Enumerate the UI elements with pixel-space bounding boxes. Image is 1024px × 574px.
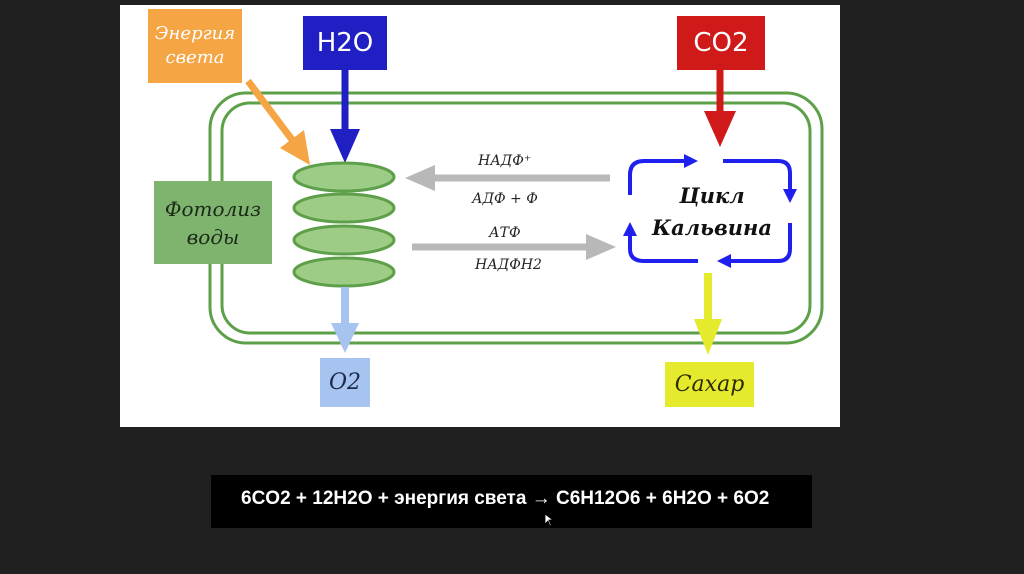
water-arrow [330, 70, 360, 163]
light-arrow [245, 78, 310, 165]
formula-bar: 6CO2 + 12H2O + энергия света → C6H12O6 +… [211, 475, 812, 528]
photolysis-box: Фотолиз воды [154, 181, 272, 264]
oxygen-arrow [331, 287, 359, 353]
label-atp: АТФ [489, 225, 521, 241]
calvin-cycle-label: Цикл Кальвина [652, 183, 772, 240]
gray-arrow-to-cycle [412, 234, 616, 260]
co2-input-box: CO2 [677, 16, 765, 70]
label-nadph2: НАДФН2 [475, 257, 542, 273]
mouse-cursor-icon [544, 513, 554, 527]
thylakoid-stack [292, 161, 396, 288]
label-nadp: НАДФ⁺ [478, 153, 532, 169]
sugar-arrow [694, 273, 722, 355]
photosynthesis-equation: 6CO2 + 12H2O + энергия света → C6H12O6 +… [241, 488, 770, 509]
oxygen-output-box: O2 [320, 358, 370, 407]
water-input-box: H2O [303, 16, 387, 70]
calvin-cycle-arrows [623, 154, 797, 268]
co2-arrow [704, 70, 736, 147]
sugar-output-box: Сахар [665, 362, 754, 407]
light-energy-box: Энергия света [148, 9, 242, 83]
label-adp-p: АДФ + Ф [472, 191, 538, 207]
gray-arrow-to-stack [405, 165, 610, 191]
diagram-panel: Энергия света H2O CO2 Фотолиз воды O2 Са… [120, 5, 840, 427]
photosynthesis-diagram [208, 70, 824, 355]
